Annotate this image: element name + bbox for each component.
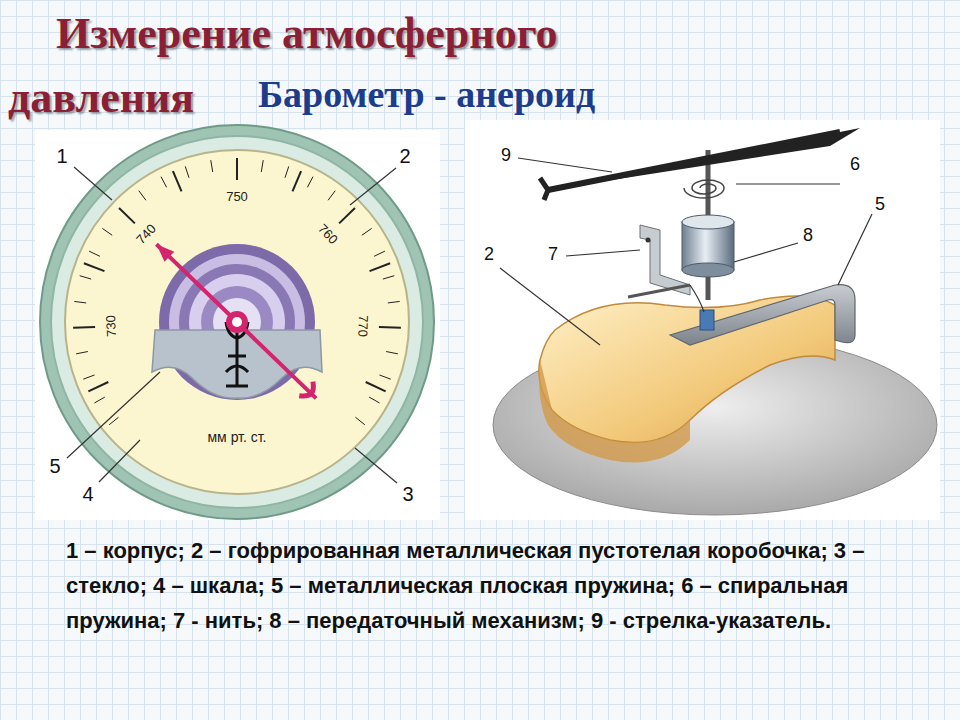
caption: 1 – корпус; 2 – гофрированная металличес… — [66, 533, 886, 638]
scale-tick — [355, 417, 364, 425]
aneroid-mechanism — [493, 128, 937, 515]
scale-tick — [161, 177, 167, 188]
scale-tick — [74, 301, 86, 303]
scale-tick — [374, 251, 385, 256]
panel — [465, 120, 940, 520]
callout-number: 8 — [803, 226, 813, 244]
callout-number: 7 — [548, 245, 558, 263]
callout-number: 5 — [875, 195, 885, 213]
scale-number: 750 — [226, 190, 248, 203]
callout-number: 3 — [402, 484, 413, 504]
leader-line — [67, 167, 397, 483]
callout-number: 2 — [399, 146, 410, 166]
scale-tick — [76, 352, 88, 354]
scale-tick — [307, 177, 313, 188]
scale-tick — [94, 397, 104, 403]
scale-tick — [84, 263, 105, 271]
scale-tick — [388, 301, 400, 303]
subtitle: Барометр - анероид — [258, 72, 595, 116]
scale-tick — [369, 397, 379, 403]
pointer — [156, 244, 316, 398]
scale-tick — [211, 160, 213, 172]
scale-tick — [139, 191, 146, 201]
scale-tick — [88, 382, 108, 391]
scale-tick — [102, 228, 112, 235]
callout-number: 9 — [501, 146, 511, 164]
callout-number: 2 — [484, 245, 494, 263]
unit-label: мм рт. ст. — [207, 430, 266, 444]
callout-number: 4 — [82, 484, 93, 504]
scale-tick — [236, 158, 238, 180]
scale-tick — [292, 171, 301, 191]
scale-tick — [379, 375, 390, 379]
scale-tick — [89, 251, 100, 256]
scale-tick — [370, 263, 391, 271]
callout-number: 1 — [56, 146, 67, 166]
scale-tick — [285, 166, 289, 177]
callout-number: 6 — [850, 155, 860, 173]
scale-number: 730 — [104, 315, 118, 337]
scale-tick — [328, 191, 335, 201]
callout-number: 5 — [49, 456, 60, 476]
scale-tick — [83, 375, 94, 379]
scale-tick — [366, 382, 386, 391]
scale-tick — [119, 208, 135, 223]
scale-tick — [80, 276, 92, 279]
scale-tick — [185, 166, 189, 177]
scale-tick — [386, 352, 398, 354]
barometer-dial — [40, 125, 434, 519]
scale-tick — [73, 326, 95, 329]
scale-tick — [383, 276, 395, 279]
leader-line — [500, 158, 872, 345]
scale-tick — [261, 160, 263, 172]
scale-tick — [362, 228, 372, 235]
scale-tick — [379, 326, 401, 329]
scale-tick — [339, 208, 355, 223]
scale-number: 770 — [356, 315, 370, 337]
scale-tick — [173, 171, 182, 191]
